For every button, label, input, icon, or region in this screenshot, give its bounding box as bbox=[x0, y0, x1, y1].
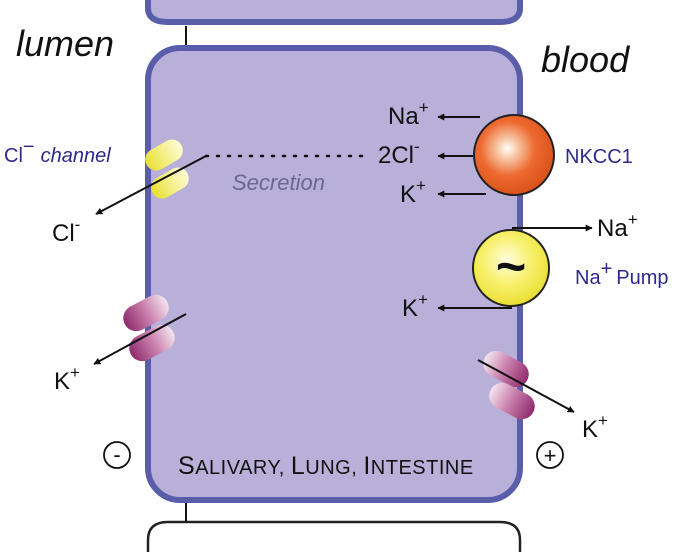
cl-channel-label: Cl−channel bbox=[4, 136, 111, 167]
neighbor-cell-bottom bbox=[146, 520, 522, 552]
na-pump bbox=[437, 224, 593, 312]
na-pump-out-ion: Na+ bbox=[597, 210, 638, 242]
k-blood-ion: K+ bbox=[582, 411, 608, 443]
plus-sign: + bbox=[536, 441, 564, 469]
cl-channel bbox=[95, 139, 207, 215]
lumen-label: lumen bbox=[16, 23, 114, 64]
nkcc1-transporter bbox=[437, 113, 555, 198]
tissue-label: SALIVARY, LUNG, INTESTINE bbox=[178, 452, 474, 480]
k-channel-apical bbox=[93, 294, 187, 365]
blood-label: blood bbox=[541, 39, 630, 80]
k-nkcc-ion: K+ bbox=[400, 176, 426, 208]
k-channel-basolateral bbox=[477, 350, 575, 420]
k-lumen-ion: K+ bbox=[54, 363, 80, 395]
secretion-label: Secretion bbox=[232, 170, 325, 195]
minus-sign: - bbox=[103, 441, 131, 469]
nkcc1-label: NKCC1 bbox=[565, 146, 633, 168]
epithelial-cell bbox=[145, 45, 523, 503]
k-pump-in-ion: K+ bbox=[402, 290, 428, 322]
svg-text:+: + bbox=[544, 443, 557, 468]
pump-symbol: ~ bbox=[496, 238, 526, 296]
cl-lumen-ion: Cl- bbox=[52, 215, 80, 247]
svg-text:-: - bbox=[113, 442, 120, 467]
cl-nkcc-ion: 2Cl- bbox=[378, 137, 420, 169]
na-nkcc-ion: Na+ bbox=[388, 98, 429, 130]
neighbor-cell-top bbox=[145, 0, 523, 25]
na-pump-label: Na+Pump bbox=[575, 258, 669, 289]
